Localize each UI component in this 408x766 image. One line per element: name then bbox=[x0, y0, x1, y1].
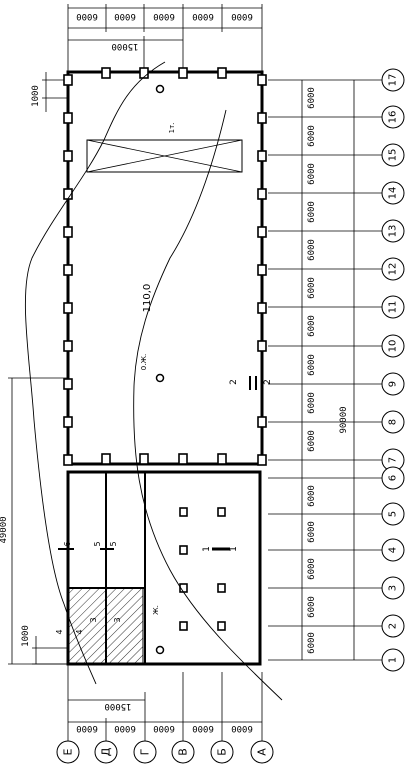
column-axis-label: Б bbox=[216, 748, 229, 756]
small-dim-bottom-label: 1000 bbox=[21, 625, 31, 647]
small-dim-top-label: 1000 bbox=[31, 85, 41, 107]
row-axis-label: 2 bbox=[388, 623, 399, 629]
marker-label-mid: 0.Ж. bbox=[140, 354, 148, 370]
section-label-1b: 1 bbox=[229, 546, 239, 552]
section-label-5b: 5 bbox=[109, 541, 118, 546]
top-bay-dim: 6000 bbox=[114, 11, 136, 21]
row-axis-label: 7 bbox=[388, 457, 399, 463]
section-label-4b: 4 bbox=[75, 629, 84, 634]
row-axis-label: 6 bbox=[388, 475, 399, 481]
small-dim-bottom bbox=[32, 636, 68, 665]
row-axis-label: 4 bbox=[388, 547, 399, 553]
top-bay-dim: 6000 bbox=[153, 11, 175, 21]
row-axis-label: 15 bbox=[388, 149, 399, 162]
section-label-4: 4 bbox=[55, 629, 64, 634]
terrain-contours bbox=[25, 61, 283, 701]
bottom-bay-dim: 6000 bbox=[76, 723, 98, 733]
row-dim: 6000 bbox=[307, 201, 317, 223]
row-axis-label: 3 bbox=[388, 585, 399, 591]
column-axis-label: А bbox=[256, 748, 269, 756]
row-dim: 6000 bbox=[307, 125, 317, 147]
bottom-bay-dim: 6000 bbox=[231, 723, 253, 733]
left-overall-dim-label: 49000 bbox=[0, 516, 9, 543]
bottom-bay-dim: 6000 bbox=[192, 723, 214, 733]
bottom-bay-dim-labels: 6000 6000 6000 6000 6000 15000 bbox=[76, 701, 253, 733]
right-overall-dim: 90000 bbox=[339, 406, 349, 433]
row-dim: 6000 bbox=[307, 392, 317, 414]
column-axis-label: В bbox=[177, 748, 190, 756]
row-dim: 6000 bbox=[307, 485, 317, 507]
row-dim: 6000 bbox=[307, 277, 317, 299]
row-dim: 6000 bbox=[307, 87, 317, 109]
section-label-2b: 2 bbox=[263, 379, 273, 385]
row-dim: 6000 bbox=[307, 596, 317, 618]
column-axis-label: Д bbox=[100, 747, 113, 756]
row-axis-label: 13 bbox=[388, 225, 399, 238]
marker-label-lower: Ж. bbox=[152, 605, 160, 615]
row-dim: 6000 bbox=[307, 558, 317, 580]
top-bay-dim-labels: 6000 6000 6000 6000 6000 15000 bbox=[76, 11, 253, 51]
top-bay-dim: 6000 bbox=[192, 11, 214, 21]
row-dim: 6000 bbox=[307, 163, 317, 185]
row-axis-label: 11 bbox=[388, 301, 399, 314]
row-dim: 6000 bbox=[307, 632, 317, 654]
row-axis-label: 1 bbox=[388, 657, 399, 663]
section-label-2a: 2 bbox=[229, 379, 239, 385]
left-overall-dim bbox=[8, 377, 68, 665]
bottom-bay-dim: 6000 bbox=[153, 723, 175, 733]
row-axis-label: 17 bbox=[388, 74, 399, 87]
row-dim: 6000 bbox=[307, 430, 317, 452]
section-label-3b: 3 bbox=[113, 617, 122, 622]
row-axis-label: 9 bbox=[388, 381, 399, 387]
top-bay-dim: 6000 bbox=[231, 11, 253, 21]
section-label-3: 3 bbox=[89, 617, 98, 622]
row-axis-label: 5 bbox=[388, 511, 399, 517]
survey-marker-top bbox=[155, 84, 165, 94]
bottom-dimension-chain bbox=[67, 664, 263, 742]
section-label-1a: 1 bbox=[202, 546, 212, 552]
top-overall-dim: 15000 bbox=[111, 41, 138, 51]
lower-building bbox=[66, 470, 262, 666]
bottom-overall-dim: 15000 bbox=[104, 701, 131, 711]
contour-label: 110,0 bbox=[142, 284, 153, 313]
column-axis-label: Е bbox=[62, 748, 75, 755]
row-dim: 6000 bbox=[307, 521, 317, 543]
column-axis-bubbles: Е Д Г В Б А bbox=[56, 740, 274, 764]
section-label-6: 6 bbox=[63, 541, 72, 546]
bottom-bay-dim: 6000 bbox=[114, 723, 136, 733]
row-dim: 6000 bbox=[307, 354, 317, 376]
crane-bay bbox=[86, 139, 243, 173]
right-dimension-chain bbox=[268, 79, 392, 661]
top-dimension-chain bbox=[67, 4, 263, 72]
section-label-5: 5 bbox=[93, 541, 102, 546]
survey-marker-lower bbox=[155, 645, 165, 655]
column-axis-label: Г bbox=[139, 748, 152, 755]
lower-columns bbox=[179, 507, 226, 631]
row-axis-bubbles: 17 16 15 14 13 12 11 10 9 8 7 6 5 4 3 2 … bbox=[381, 68, 405, 672]
row-axis-label: 16 bbox=[388, 111, 399, 124]
row-dim: 6000 bbox=[307, 239, 317, 261]
row-axis-label: 12 bbox=[388, 263, 399, 276]
upper-columns bbox=[63, 67, 267, 466]
section-mark-2 bbox=[249, 376, 257, 390]
row-axis-label: 8 bbox=[388, 419, 399, 425]
row-dim: 6000 bbox=[307, 315, 317, 337]
top-bay-dim: 6000 bbox=[76, 11, 98, 21]
marker-label-top: 1т. bbox=[168, 123, 176, 134]
row-axis-label: 10 bbox=[388, 340, 399, 353]
row-axis-label: 14 bbox=[388, 187, 399, 200]
survey-marker-mid bbox=[155, 373, 165, 383]
right-row-dim-labels: 6000 6000 6000 6000 6000 6000 6000 6000 … bbox=[307, 87, 349, 654]
